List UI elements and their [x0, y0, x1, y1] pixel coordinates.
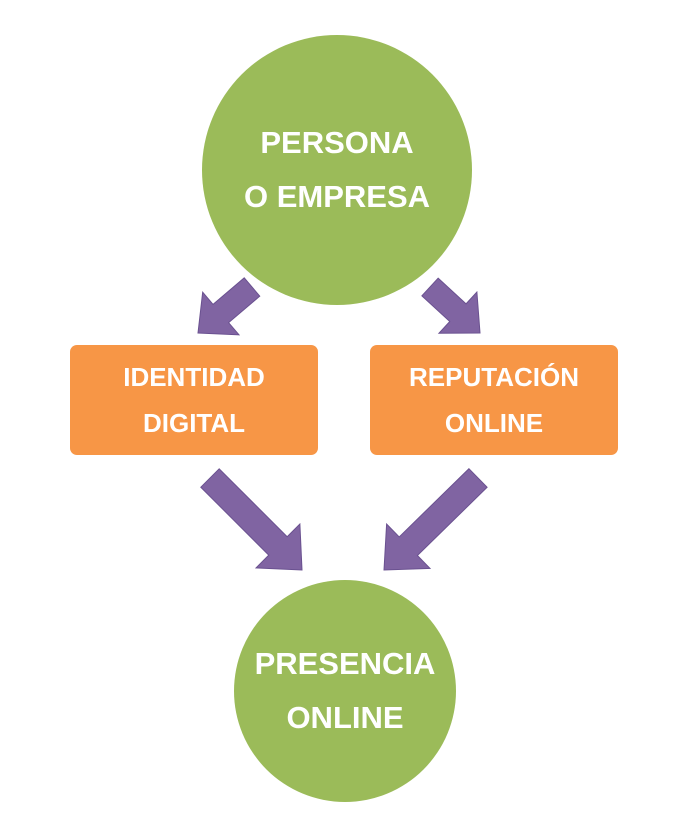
node-label: IDENTIDAD [123, 362, 265, 392]
node-label: REPUTACIÓN [409, 362, 579, 392]
node-label: ONLINE [444, 408, 544, 438]
node-identidad-digital: IDENTIDAD DIGITAL [70, 345, 318, 455]
node-label: DIGITAL [142, 408, 246, 438]
arrow-top-to-reputacion-icon [421, 277, 481, 334]
node-label: PERSONA [260, 125, 414, 160]
arrow-identidad-to-presencia-icon [200, 468, 303, 571]
node-presencia-online: PRESENCIA ONLINE [234, 580, 456, 802]
node-label: PRESENCIA [254, 646, 436, 681]
arrow-reputacion-to-presencia-icon [383, 468, 488, 571]
arrow-top-to-identidad-icon [197, 277, 261, 336]
node-label: O EMPRESA [243, 179, 431, 214]
node-label: ONLINE [286, 700, 404, 735]
node-reputacion-online: REPUTACIÓN ONLINE [370, 345, 618, 455]
node-persona-o-empresa: PERSONA O EMPRESA [202, 35, 472, 305]
